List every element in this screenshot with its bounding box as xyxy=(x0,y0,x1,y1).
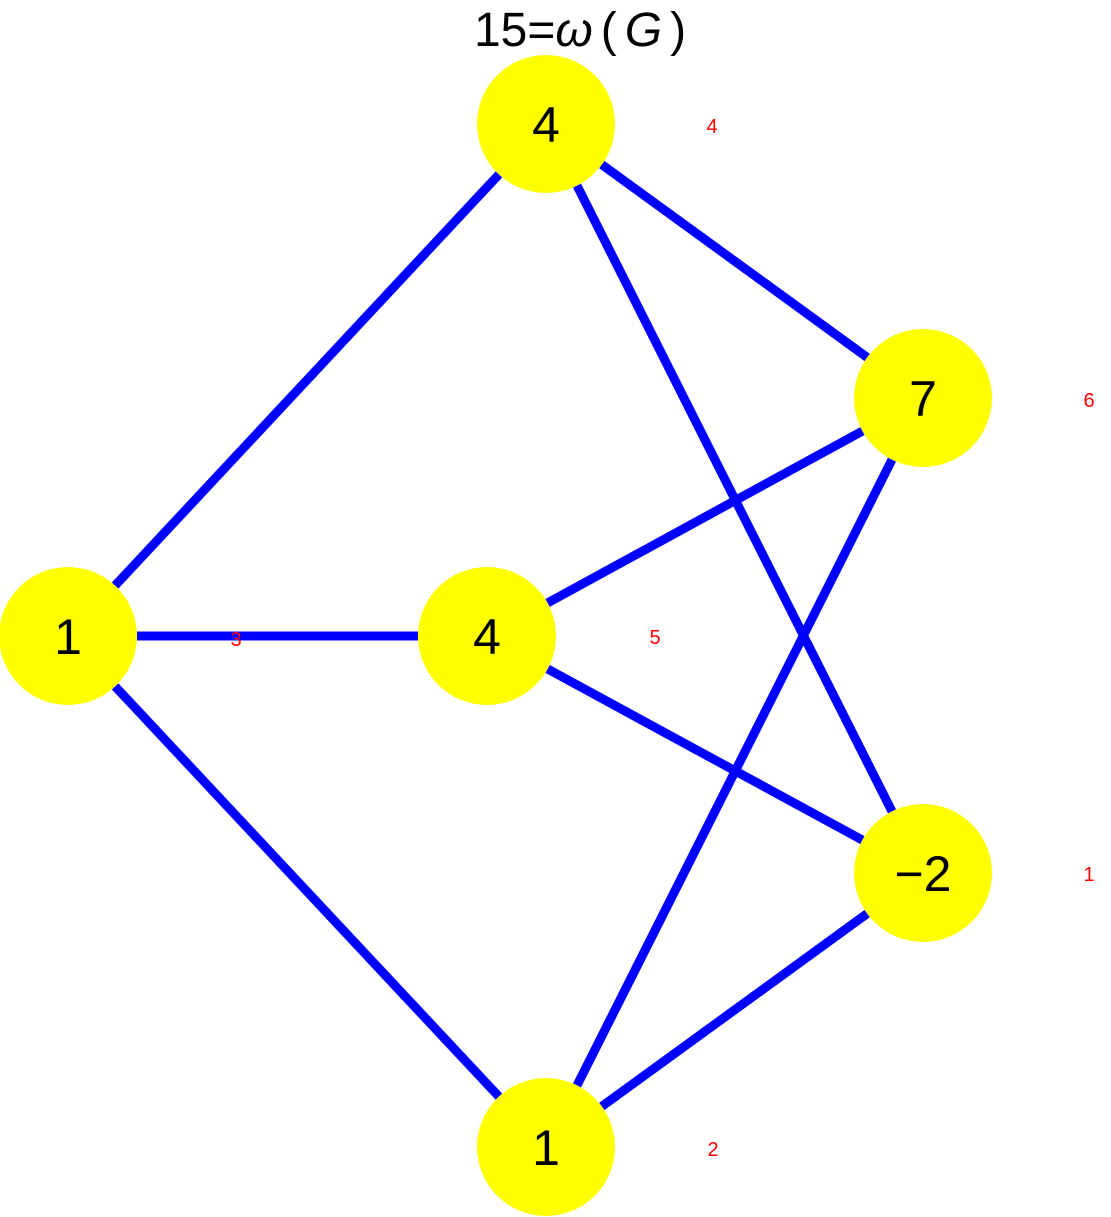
edge-1-2 xyxy=(599,909,870,1111)
node-id-label: 5 xyxy=(649,627,660,649)
node-circle xyxy=(477,1078,615,1216)
edge-5-6 xyxy=(545,427,865,607)
node-id-label: 6 xyxy=(1083,390,1094,412)
edge-6-2 xyxy=(573,457,896,1088)
node-weight-label: 1 xyxy=(532,1120,560,1176)
node-1: −2 xyxy=(854,804,992,942)
edge-4-3 xyxy=(111,171,503,589)
node-id-label: 3 xyxy=(230,629,241,651)
node-circle xyxy=(477,55,615,193)
nodes-layer: −2 1 1 4 4 7 xyxy=(0,55,992,1216)
node-circle xyxy=(0,567,137,705)
node-id-label: 2 xyxy=(707,1139,718,1161)
node-3: 1 xyxy=(0,567,137,705)
edge-5-1 xyxy=(545,664,865,845)
node-weight-label: −2 xyxy=(894,846,951,902)
node-circle xyxy=(854,804,992,942)
node-6: 7 xyxy=(854,329,992,467)
node-4: 4 xyxy=(477,55,615,193)
node-2: 1 xyxy=(477,1078,615,1216)
node-circle xyxy=(854,329,992,467)
node-ids-layer: 1 2 3 4 5 6 xyxy=(230,116,1094,1161)
edge-3-2 xyxy=(111,683,503,1100)
node-weight-label: 1 xyxy=(54,609,82,665)
node-weight-label: 7 xyxy=(909,371,937,427)
node-id-label: 4 xyxy=(706,116,717,138)
node-circle xyxy=(418,567,556,705)
edge-4-6 xyxy=(599,160,870,362)
node-id-label: 1 xyxy=(1083,864,1094,886)
node-weight-label: 4 xyxy=(532,97,560,153)
graph-title: 15=ω(G) xyxy=(474,4,686,57)
node-weight-label: 4 xyxy=(473,609,501,665)
node-5: 4 xyxy=(418,567,556,705)
edges-layer xyxy=(111,160,896,1111)
